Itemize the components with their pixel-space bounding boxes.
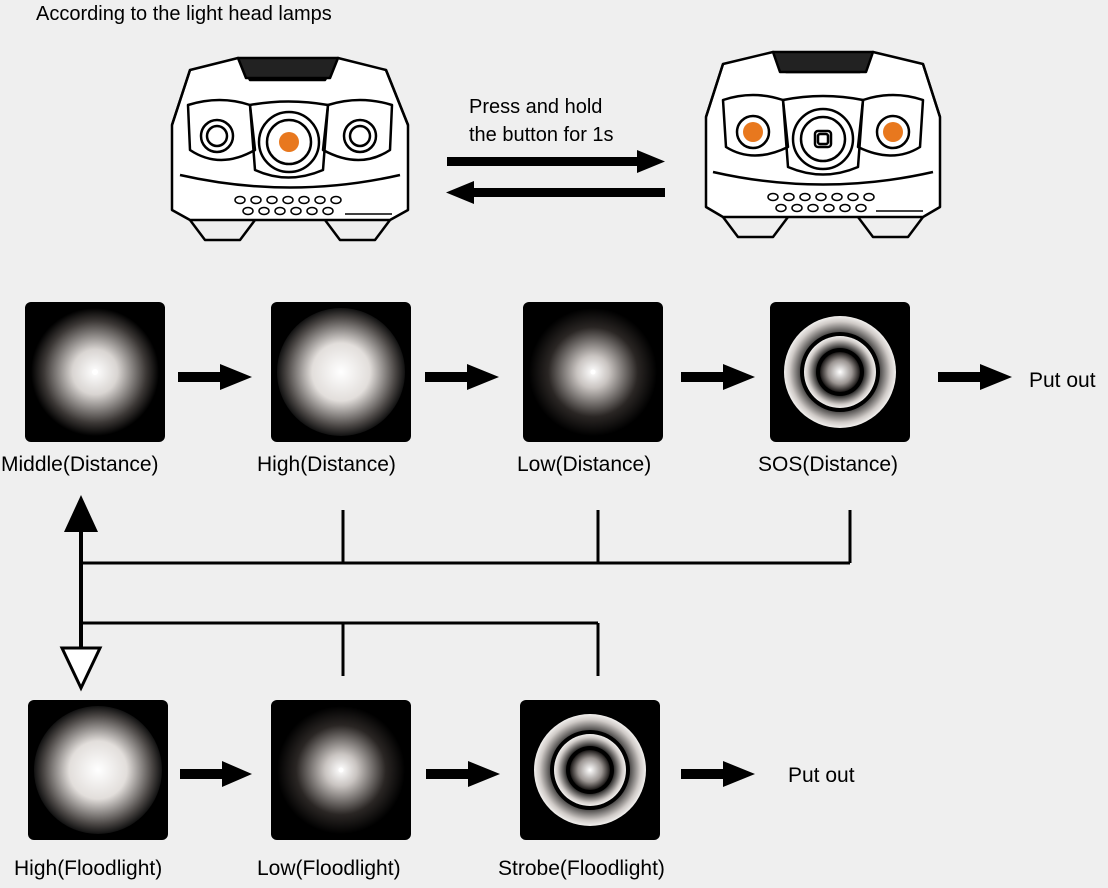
- beam-tile-low-floodlight: [271, 700, 411, 840]
- instruction-line-1: Press and hold: [469, 96, 603, 118]
- step-arrow-icon: [426, 761, 500, 787]
- headlamp-side-leds-icon: [704, 50, 942, 239]
- step-arrow-icon: [180, 761, 252, 787]
- return-bracket-distance: [80, 510, 852, 565]
- diagram-title: According to the light head lamps: [36, 3, 332, 25]
- return-bracket-floodlight: [80, 621, 600, 676]
- beam-tile-strobe-floodlight: [520, 700, 660, 840]
- switch-left-arrow-icon: [446, 181, 665, 204]
- put-out-label: Put out: [788, 764, 855, 787]
- mode-label: Low(Floodlight): [257, 857, 401, 880]
- beam-tile-sos-distance: [770, 302, 910, 442]
- step-arrow-icon: [425, 364, 499, 390]
- mode-label: Strobe(Floodlight): [498, 857, 665, 880]
- beam-glow-icon: [277, 308, 405, 436]
- put-out-label: Put out: [1029, 369, 1096, 392]
- press-and-hold-instruction: Press and hold the button for 1s: [469, 93, 614, 149]
- down-arrow-hollow-icon: [59, 646, 103, 692]
- center-led: [279, 132, 299, 152]
- step-arrow-icon: [938, 364, 1012, 390]
- mode-label: Low(Distance): [517, 453, 652, 476]
- beam-tile-middle-distance: [25, 302, 165, 442]
- beam-tile-high-distance: [271, 302, 411, 442]
- mode-label: Middle(Distance): [1, 453, 159, 476]
- step-arrow-icon: [681, 761, 755, 787]
- switch-right-arrow-icon: [447, 150, 665, 173]
- beam-glow-icon: [34, 706, 162, 834]
- mode-label: SOS(Distance): [758, 453, 899, 476]
- step-arrow-icon: [178, 364, 252, 390]
- step-arrow-icon: [681, 364, 755, 390]
- up-arrow-icon: [64, 495, 98, 532]
- beam-tile-low-distance: [523, 302, 663, 442]
- mode-label: High(Floodlight): [14, 857, 163, 880]
- right-side-led: [883, 122, 903, 142]
- beam-tile-high-floodlight: [28, 700, 168, 840]
- left-side-led: [743, 122, 763, 142]
- headlamp-center-led-icon: [170, 56, 410, 242]
- mode-label: High(Distance): [257, 453, 396, 476]
- instruction-line-2: the button for 1s: [469, 124, 614, 146]
